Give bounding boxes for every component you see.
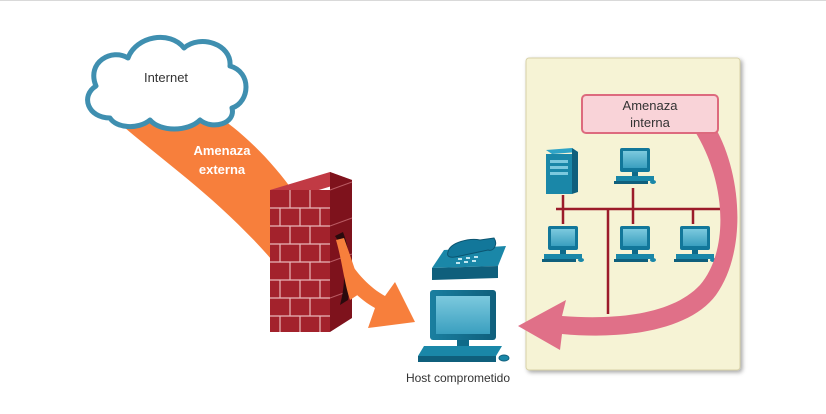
external-threat-label-line2: externa: [199, 162, 246, 177]
internet-label: Internet: [144, 70, 188, 85]
internal-threat-label-box: [581, 94, 719, 134]
lan-bus: [556, 188, 724, 314]
top-divider: [0, 0, 826, 1]
external-threat-label-line1: Amenaza: [193, 143, 251, 158]
desktop-computer-icon: [418, 290, 510, 362]
compromised-host-label: Host comprometido: [406, 371, 510, 385]
lan-pc-bottom-left: [542, 226, 584, 262]
server-icon: [546, 148, 578, 194]
breach-beam: [336, 238, 362, 300]
internal-threat-label-line2: interna: [630, 115, 671, 130]
firewall-icon: [270, 172, 353, 332]
lan-pc-top: [614, 148, 656, 184]
internal-threat-label-line1: Amenaza: [623, 98, 679, 113]
ip-phone-icon: [432, 237, 506, 280]
internal-threat-arrow: [518, 122, 738, 350]
lan-pc-bottom-middle: [614, 226, 656, 262]
cloud-icon: [85, 35, 249, 132]
lan-pc-bottom-right: [674, 226, 716, 262]
